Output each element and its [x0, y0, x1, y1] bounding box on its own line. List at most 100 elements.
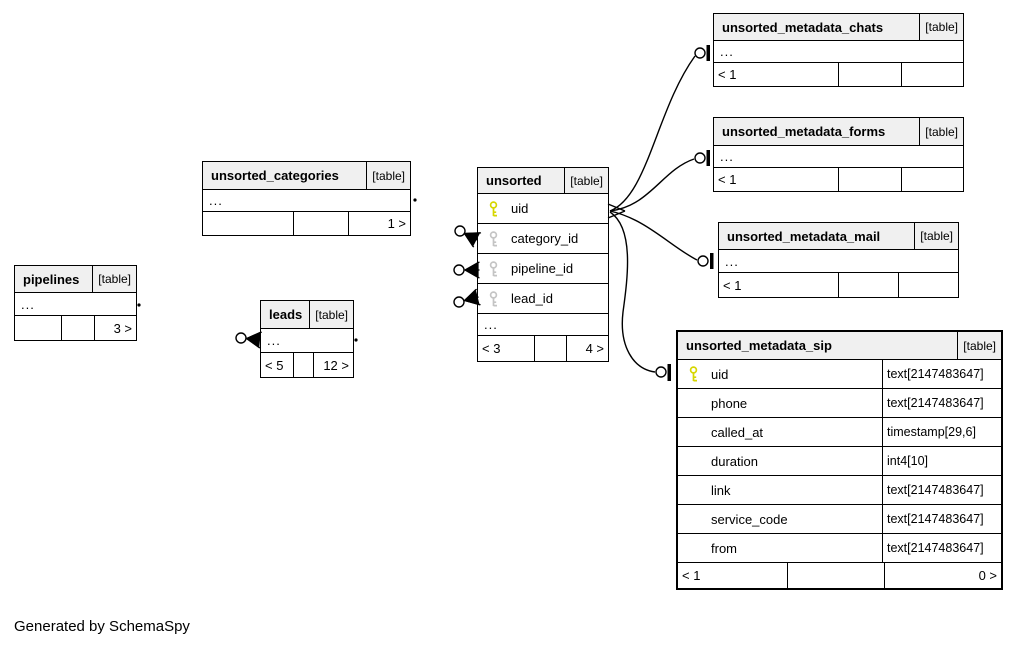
table-header[interactable]: leads [table]	[261, 301, 353, 329]
primary-key-icon	[478, 200, 511, 217]
table-type-label: [table]	[92, 266, 136, 292]
table-pipelines-header[interactable]: pipelines [table]	[15, 266, 136, 293]
columns-ellipsis: ...	[261, 329, 353, 353]
table-type-label: [table]	[957, 332, 1001, 359]
footer-mid	[61, 316, 94, 340]
column-row-pipeline-id[interactable]: pipeline_id	[478, 254, 608, 284]
column-row-from[interactable]: from text[2147483647]	[678, 534, 1001, 563]
column-name: uid	[711, 366, 729, 382]
table-name: unsorted_metadata_mail	[727, 228, 881, 244]
footer-parents: < 1	[723, 277, 742, 293]
column-row-called-at[interactable]: called_at timestamp[29,6]	[678, 418, 1001, 447]
table-name: leads	[269, 307, 303, 322]
table-header[interactable]: unsorted_metadata_chats [table]	[714, 14, 963, 41]
table-header[interactable]: unsorted_metadata_mail [table]	[719, 223, 958, 250]
footer-mid	[534, 336, 566, 361]
tee-bar-chats	[706, 45, 710, 61]
column-name: called_at	[711, 424, 764, 440]
table-unsorted-metadata-chats[interactable]: unsorted_metadata_chats [table] ... < 1	[713, 13, 964, 87]
column-row-uid[interactable]: uid text[2147483647]	[678, 360, 1001, 389]
table-name: unsorted_categories	[211, 168, 339, 183]
table-name: unsorted_metadata_forms	[722, 124, 886, 139]
table-unsorted-metadata-forms[interactable]: unsorted_metadata_forms [table] ... < 1	[713, 117, 964, 192]
table-footer: 1 >	[203, 212, 410, 235]
footer-parents	[15, 316, 61, 340]
table-header[interactable]: unsorted_metadata_forms [table]	[714, 118, 963, 146]
footer-children: 4 >	[566, 336, 608, 361]
column-name: from	[711, 540, 737, 556]
tee-bar-sip	[667, 364, 671, 381]
table-type-label: [table]	[366, 162, 410, 189]
foreign-key-icon	[478, 290, 511, 307]
table-header[interactable]: unsorted [table]	[478, 168, 608, 194]
column-type: timestamp[29,6]	[882, 418, 1001, 446]
table-footer: < 3 4 >	[478, 336, 608, 361]
relationship-curve-uid-sip	[609, 211, 656, 373]
table-unsorted-metadata-mail[interactable]: unsorted_metadata_mail [table] ... < 1	[718, 222, 959, 298]
endpoint-dot-pipelines	[137, 303, 141, 307]
column-name: duration	[711, 453, 758, 469]
table-name: unsorted_metadata_sip	[686, 338, 832, 353]
table-footer: < 5 12 >	[261, 353, 353, 377]
column-row-lead-id[interactable]: lead_id	[478, 284, 608, 314]
footer-parents	[203, 212, 293, 235]
footer-parents: < 3	[482, 341, 501, 356]
foreign-key-icon	[478, 260, 511, 277]
table-footer: 3 >	[15, 316, 136, 340]
column-row-link[interactable]: link text[2147483647]	[678, 476, 1001, 505]
optional-circle-sip	[655, 366, 667, 378]
table-name: pipelines	[23, 271, 80, 287]
table-footer: < 1 0 >	[678, 563, 1001, 588]
columns-ellipsis: ...	[714, 41, 963, 63]
footer-parents: < 5	[265, 357, 284, 373]
column-type: text[2147483647]	[882, 389, 1001, 417]
footer-mid	[838, 168, 901, 191]
table-unsorted-categories[interactable]: unsorted_categories [table] ... 1 >	[202, 161, 411, 236]
column-row-phone[interactable]: phone text[2147483647]	[678, 389, 1001, 418]
column-row-uid[interactable]: uid	[478, 194, 608, 224]
columns-ellipsis: ...	[478, 314, 608, 336]
footer-parents: < 1	[682, 568, 701, 583]
relationship-curve-uid-chats	[609, 55, 696, 212]
columns-ellipsis: ...	[15, 293, 136, 316]
tee-bar-mail	[710, 253, 714, 269]
footer-parents: < 1	[718, 172, 737, 187]
footer-mid	[293, 212, 348, 235]
table-type-label: [table]	[564, 168, 608, 193]
footer-children: 0 >	[884, 563, 1001, 588]
footer-children: 3 >	[94, 316, 136, 340]
footer-children: 1 >	[348, 212, 410, 235]
footer-parents: < 1	[718, 67, 737, 82]
footer-mid	[838, 63, 901, 86]
column-type: text[2147483647]	[882, 360, 1001, 388]
relationship-curve-uid-mail	[609, 210, 698, 261]
column-name: pipeline_id	[511, 261, 574, 276]
table-footer: < 1	[714, 63, 963, 86]
columns-ellipsis: ...	[714, 146, 963, 168]
optional-circle-forms	[694, 152, 706, 164]
footer-children	[901, 168, 963, 191]
table-header[interactable]: unsorted_categories [table]	[203, 162, 410, 190]
column-name: phone	[711, 395, 748, 411]
table-unsorted-metadata-sip[interactable]: unsorted_metadata_sip [table] uid text[2…	[676, 330, 1003, 590]
column-row-category-id[interactable]: category_id	[478, 224, 608, 254]
table-name: unsorted_metadata_chats	[722, 19, 884, 35]
table-type-label: [table]	[919, 118, 963, 145]
columns-ellipsis: ...	[203, 190, 410, 212]
table-pipelines[interactable]: pipelines [table] ... 3 >	[14, 265, 137, 341]
table-header[interactable]: unsorted_metadata_sip [table]	[678, 332, 1001, 360]
crows-foot-unsorted-uid	[607, 203, 626, 219]
tee-bar-forms	[706, 150, 710, 166]
column-type: text[2147483647]	[882, 476, 1001, 504]
table-unsorted[interactable]: unsorted [table] uid category_id pipelin…	[477, 167, 609, 362]
endpoint-dot-categories	[413, 198, 417, 202]
column-row-duration[interactable]: duration int4[10]	[678, 447, 1001, 476]
table-type-label: [table]	[919, 14, 963, 40]
column-row-service-code[interactable]: service_code text[2147483647]	[678, 505, 1001, 534]
endpoint-dot-leads	[354, 338, 358, 342]
fk-stub-pipeline-id	[453, 261, 480, 279]
column-name: lead_id	[511, 291, 553, 306]
table-leads[interactable]: leads [table] ... < 5 12 >	[260, 300, 354, 378]
primary-key-icon	[678, 366, 711, 382]
